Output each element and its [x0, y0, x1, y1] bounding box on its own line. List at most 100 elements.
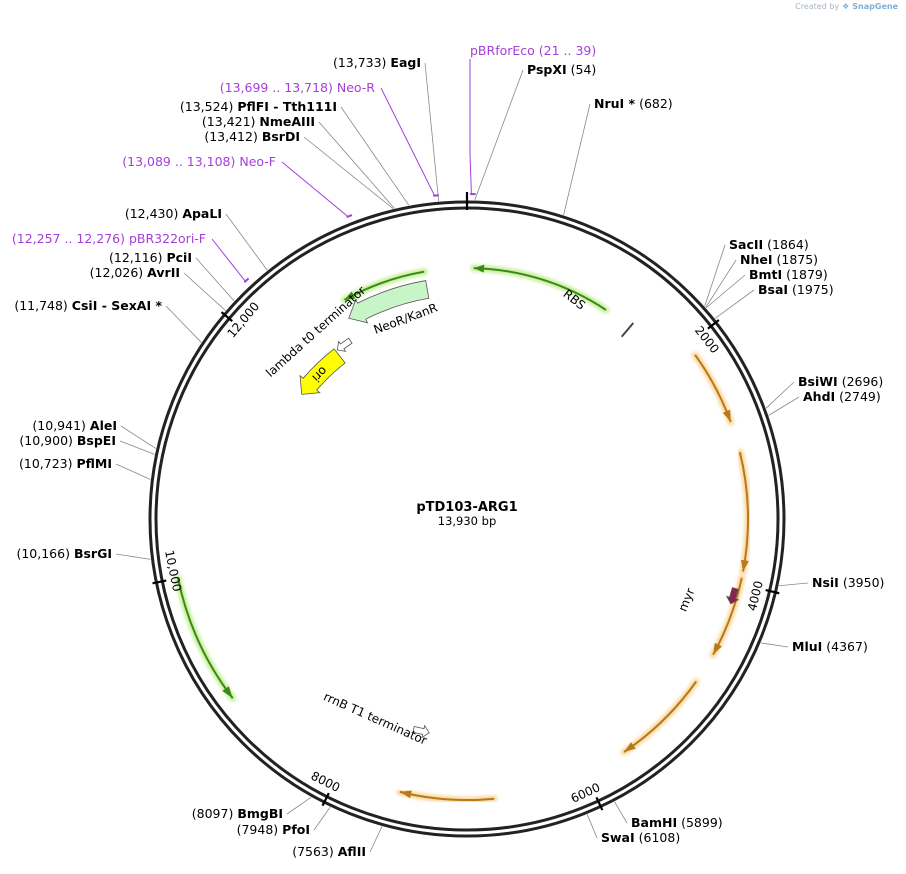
site-name: PspXI: [527, 62, 567, 77]
site-layer: PspXI (54)NruI * (682)SacII (1864)NheI (…: [14, 55, 884, 859]
site-name: ApaLI: [182, 206, 222, 221]
site-label: (10,941) AleI: [32, 418, 117, 433]
site-bsai: BsaI (1975): [714, 282, 834, 319]
feature-rrnb-t1-terminator: rrnB T1 terminator: [321, 689, 430, 748]
site-position: (1879): [786, 267, 828, 282]
site-leader-line: [318, 121, 395, 209]
site-name: PfoI: [282, 822, 310, 837]
site-name: AleI: [90, 418, 117, 433]
site-label: BamHI (5899): [631, 815, 723, 830]
site-name: BsiWI: [798, 374, 838, 389]
primer-label: (13,699 .. 13,718) Neo-R: [220, 80, 376, 95]
site-leader-line: [705, 274, 746, 309]
tick-mark: [220, 311, 233, 323]
site-nmeaiii: (13,421) NmeAIII: [202, 114, 395, 209]
feature-tick: [620, 322, 635, 338]
tick-mark: [707, 319, 720, 330]
site-position: (13,733): [333, 55, 387, 70]
site-position: (10,900): [19, 433, 73, 448]
watermark: Created by ❖ SnapGene: [795, 2, 898, 11]
feature-ori: ori: [299, 348, 346, 395]
orf-arrow: [341, 268, 428, 304]
site-label: SacII (1864): [729, 237, 809, 252]
primer-neo-f: (13,089 .. 13,108) Neo-F: [122, 154, 353, 219]
site-leader-line: [760, 642, 789, 648]
site-position: (2749): [839, 389, 881, 404]
site-leader-line: [586, 814, 598, 839]
site-position: (12,430): [125, 206, 179, 221]
site-leader-line: [369, 826, 383, 853]
tick-mark: [595, 796, 604, 811]
site-leader-line: [765, 381, 795, 409]
site-label: (8097) BmgBI: [192, 806, 283, 821]
feature-arrow: [299, 348, 346, 395]
site-leader-line: [705, 259, 737, 308]
site-csii-sexai: (11,748) CsiI - SexAI *: [14, 298, 202, 343]
site-position: (10,941): [32, 418, 86, 433]
tick-label: 2000: [692, 323, 722, 356]
site-leader-line: [286, 796, 312, 815]
site-name: NmeAIII: [259, 114, 315, 129]
site-position: (12,026): [90, 265, 144, 280]
site-swai: SwaI (6108): [586, 814, 680, 845]
site-apali: (12,430) ApaLI: [125, 206, 268, 271]
primer-label: pBRforEco (21 .. 39): [470, 43, 596, 58]
site-label: NsiI (3950): [812, 575, 884, 590]
site-label: (12,026) AvrII: [90, 265, 180, 280]
site-label: MluI (4367): [792, 639, 868, 654]
orf-arrow: [691, 351, 735, 426]
site-leader-line: [340, 106, 410, 206]
watermark-prefix: Created by: [795, 2, 840, 11]
site-leader-line: [225, 213, 268, 271]
site-name: NruI *: [594, 96, 636, 111]
site-name: PciI: [166, 250, 192, 265]
site-position: (6108): [639, 830, 681, 845]
site-leader-line: [183, 272, 226, 311]
site-nrui: NruI * (682): [563, 96, 673, 216]
site-avrii: (12,026) AvrII: [90, 265, 226, 311]
tick-mark: [765, 588, 780, 595]
site-position: (7948): [237, 822, 279, 837]
site-bsrdi: (13,412) BsrDI: [204, 129, 394, 209]
site-position: (11,748): [14, 298, 68, 313]
primer-label: (12,257 .. 12,276) pBR322ori-F: [12, 231, 206, 246]
primer-name: pBRforEco: [470, 43, 535, 58]
site-sacii: SacII (1864): [704, 237, 809, 307]
site-name: SwaI: [601, 830, 635, 845]
site-leader-line: [115, 463, 151, 480]
tick-mark: [152, 579, 167, 585]
site-eagi: (13,733) EagI: [333, 55, 440, 202]
primer-label: (13,089 .. 13,108) Neo-F: [122, 154, 276, 169]
site-position: (13,524): [180, 99, 234, 114]
site-name: PflFI - Tth111I: [237, 99, 337, 114]
orf-arrow: [396, 788, 498, 804]
site-bmgbi: (8097) BmgBI: [192, 796, 312, 821]
site-label: (7948) PfoI: [237, 822, 310, 837]
primer-pbrforeco: pBRforEco (21 .. 39): [469, 43, 596, 196]
site-name: NheI: [740, 252, 773, 267]
site-label: (13,412) BsrDI: [204, 129, 300, 144]
site-pspxi: PspXI (54): [474, 62, 597, 201]
site-name: NsiI: [812, 575, 839, 590]
site-leader-line: [704, 244, 726, 307]
site-nsii: NsiI (3950): [778, 575, 884, 590]
feature-rbs: RBS: [561, 287, 635, 338]
site-label: (12,430) ApaLI: [125, 206, 222, 221]
site-label: (13,421) NmeAIII: [202, 114, 315, 129]
plasmid-length: 13,930 bp: [438, 514, 497, 528]
site-label: BsaI (1975): [758, 282, 834, 297]
site-bsiwi: BsiWI (2696): [765, 374, 883, 409]
site-label: (12,116) PciI: [109, 250, 192, 265]
feature-arrow: [412, 724, 430, 739]
site-name: SacII: [729, 237, 763, 252]
site-leader-line: [474, 69, 524, 201]
site-leader-line: [614, 801, 628, 824]
site-label: BsiWI (2696): [798, 374, 883, 389]
site-label: SwaI (6108): [601, 830, 680, 845]
plasmid-name: pTD103-ARG1: [416, 500, 517, 515]
site-position: (682): [639, 96, 673, 111]
site-position: (54): [571, 62, 597, 77]
site-pfoi: (7948) PfoI: [237, 806, 331, 837]
